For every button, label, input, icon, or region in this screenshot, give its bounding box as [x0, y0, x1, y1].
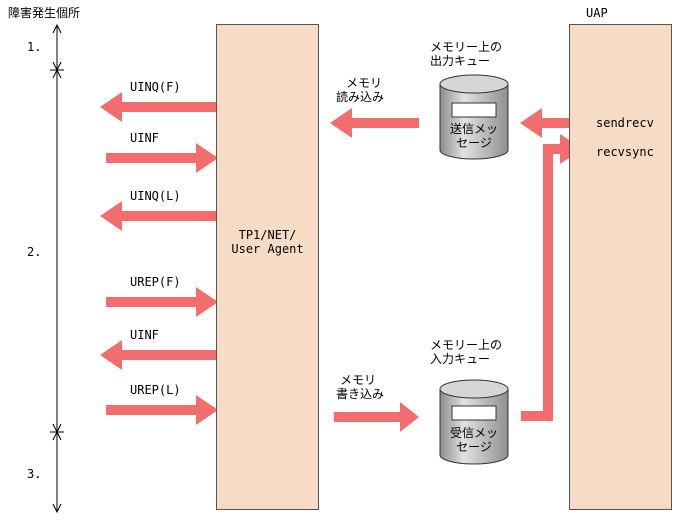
input-queue-label2: セージ	[456, 440, 492, 454]
memory-read-label: メモリ 読み込み	[336, 76, 384, 104]
output-queue-cylinder	[439, 74, 509, 160]
input-queue-title: メモリー上の 入力キュー	[430, 338, 502, 366]
memory-write-line1: メモリ	[340, 373, 377, 387]
arrow-memory-read	[330, 108, 419, 138]
input-queue-label1: 受信メッ	[449, 426, 498, 440]
arrow-uinq-l	[100, 201, 216, 231]
label-uinf-1: UINF	[130, 131, 159, 145]
user-agent-line1: TP1/NET/	[238, 228, 297, 242]
arrow-sendrecv	[520, 108, 575, 138]
marker-1: 1.	[27, 40, 42, 54]
uap-box	[569, 24, 672, 510]
input-queue-cylinder	[439, 379, 509, 465]
user-agent-line2: User Agent	[231, 242, 304, 256]
input-queue-title2: 入力キュー	[430, 352, 491, 366]
label-uinq-l: UINQ(L)	[130, 189, 181, 203]
arrow-urep-f	[106, 287, 218, 317]
memory-read-line1: メモリ	[346, 76, 383, 90]
input-queue-label: 受信メッ セージ	[440, 426, 508, 454]
output-queue-title1: メモリー上の	[430, 40, 503, 54]
marker-3: 3.	[27, 467, 42, 481]
arrow-urep-l	[106, 395, 218, 425]
memory-write-line2: 書き込み	[336, 387, 385, 401]
output-queue-label: 送信メッ セージ	[440, 122, 508, 150]
label-urep-f: UREP(F)	[130, 275, 181, 289]
output-queue-title2: 出力キュー	[430, 54, 491, 68]
memory-write-label: メモリ 書き込み	[336, 373, 384, 401]
arrow-uinf-1	[106, 143, 218, 173]
label-uinq-f: UINQ(F)	[130, 80, 181, 94]
output-queue-label1: 送信メッ	[449, 122, 498, 136]
sendrecv-label: sendrecv	[596, 116, 654, 130]
failure-timeline	[50, 23, 64, 514]
arrow-recvsync	[521, 134, 583, 421]
user-agent-box	[216, 24, 319, 510]
output-queue-title: メモリー上の 出力キュー	[430, 40, 502, 68]
failure-points-label: 障害発生個所	[8, 6, 81, 20]
uap-label: UAP	[586, 6, 608, 20]
label-urep-l: UREP(L)	[130, 383, 181, 397]
recvsync-label: recvsync	[596, 145, 654, 159]
input-queue-title1: メモリー上の	[430, 338, 503, 352]
user-agent-label: TP1/NET/ User Agent	[216, 228, 319, 256]
marker-2: 2.	[27, 245, 42, 259]
output-queue-label2: セージ	[456, 136, 492, 150]
memory-read-line2: 読み込み	[336, 90, 385, 104]
arrow-uinf-2	[100, 340, 216, 370]
arrow-memory-write	[334, 402, 419, 432]
arrow-uinq-f	[100, 92, 216, 122]
label-uinf-2: UINF	[130, 328, 159, 342]
